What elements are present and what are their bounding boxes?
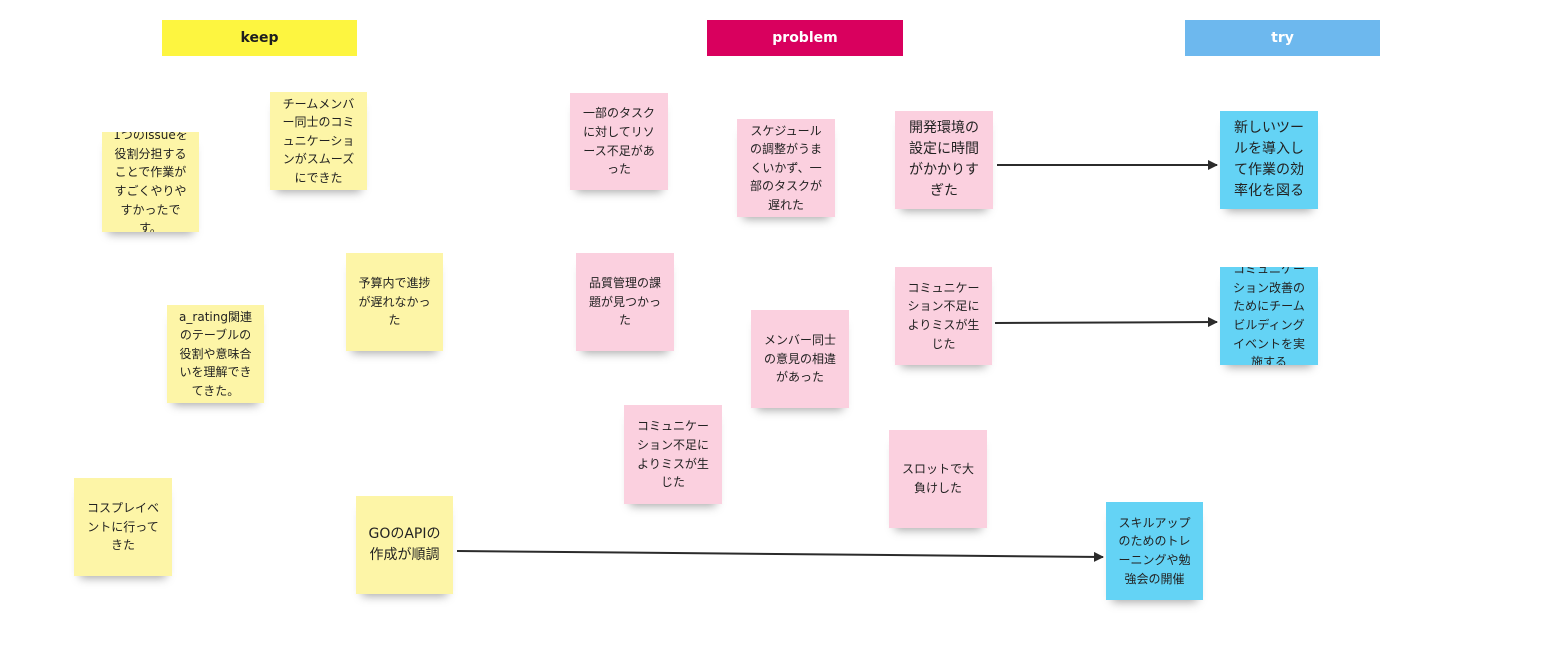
try-column-header[interactable]: try (1185, 20, 1380, 56)
arrow-communication-to-teambuilding[interactable] (994, 317, 1218, 328)
try-note[interactable]: 新しいツールを導入して作業の効率化を図る (1220, 111, 1318, 209)
try-note[interactable]: コミュニケーション改善のためにチームビルディングイベントを実施する (1220, 267, 1318, 365)
problem-note[interactable]: コミュニケーション不足によりミスが生じた (624, 405, 722, 504)
problem-note[interactable]: スケジュールの調整がうまくいかず、一部のタスクが遅れた (737, 119, 835, 217)
problem-note[interactable]: コミュニケーション不足によりミスが生じた (895, 267, 992, 365)
problem-note[interactable]: 開発環境の設定に時間がかかりすぎた (895, 111, 993, 209)
problem-note[interactable]: メンバー同士の意見の相違があった (751, 310, 849, 408)
problem-note[interactable]: 一部のタスクに対してリソース不足があった (570, 93, 668, 190)
problem-column-header[interactable]: problem (707, 20, 903, 56)
problem-note[interactable]: スロットで大負けした (889, 430, 987, 528)
try-note[interactable]: スキルアップのためのトレーニングや勉強会の開催 (1106, 502, 1203, 600)
arrow-goapi-to-skillup[interactable] (456, 550, 1104, 562)
keep-note[interactable]: GOのAPIの作成が順調 (356, 496, 453, 594)
keep-note[interactable]: 1つのissueを役割分担することで作業がすごくやりやすかったです。 (102, 132, 199, 232)
problem-note[interactable]: 品質管理の課題が見つかった (576, 253, 674, 351)
keep-note[interactable]: コスプレイベントに行ってきた (74, 478, 172, 576)
keep-column-header[interactable]: keep (162, 20, 357, 56)
keep-note[interactable]: a_rating関連のテーブルの役割や意味合いを理解できてきた。 (167, 305, 264, 403)
keep-note[interactable]: チームメンバー同士のコミュニケーションがスムーズにできた (270, 92, 367, 190)
keep-note[interactable]: 予算内で進捗が遅れなかった (346, 253, 443, 351)
